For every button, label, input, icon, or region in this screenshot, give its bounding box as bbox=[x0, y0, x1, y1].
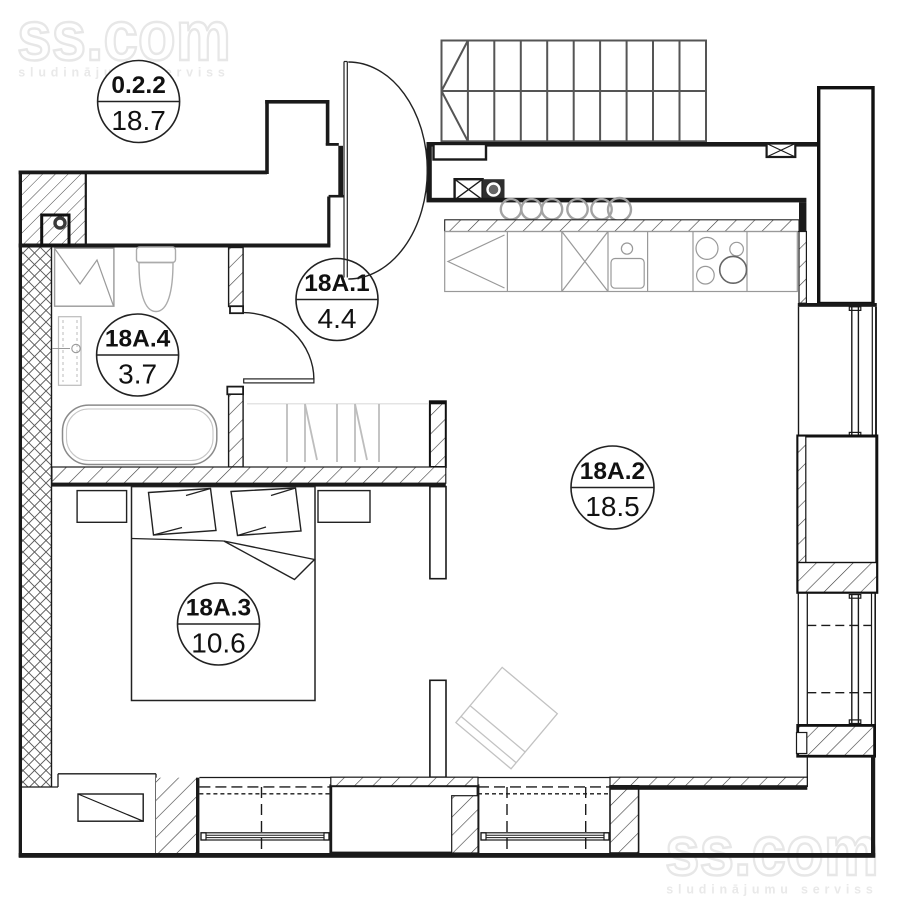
svg-text:18A.4: 18A.4 bbox=[105, 326, 171, 353]
svg-text:18.5: 18.5 bbox=[585, 491, 640, 522]
svg-text:4.4: 4.4 bbox=[318, 303, 357, 334]
svg-text:0.2.2: 0.2.2 bbox=[111, 72, 166, 99]
svg-text:18A.1: 18A.1 bbox=[304, 270, 369, 297]
svg-text:18A.2: 18A.2 bbox=[580, 458, 645, 485]
svg-text:3.7: 3.7 bbox=[118, 359, 157, 390]
svg-text:10.6: 10.6 bbox=[191, 628, 246, 659]
svg-text:ss.com: ss.com bbox=[665, 813, 879, 891]
svg-text:ss.com: ss.com bbox=[17, 0, 231, 76]
svg-text:18A.3: 18A.3 bbox=[186, 595, 251, 622]
svg-text:18.7: 18.7 bbox=[111, 105, 166, 136]
svg-text:sludinājumu serviss: sludinājumu serviss bbox=[666, 883, 877, 897]
